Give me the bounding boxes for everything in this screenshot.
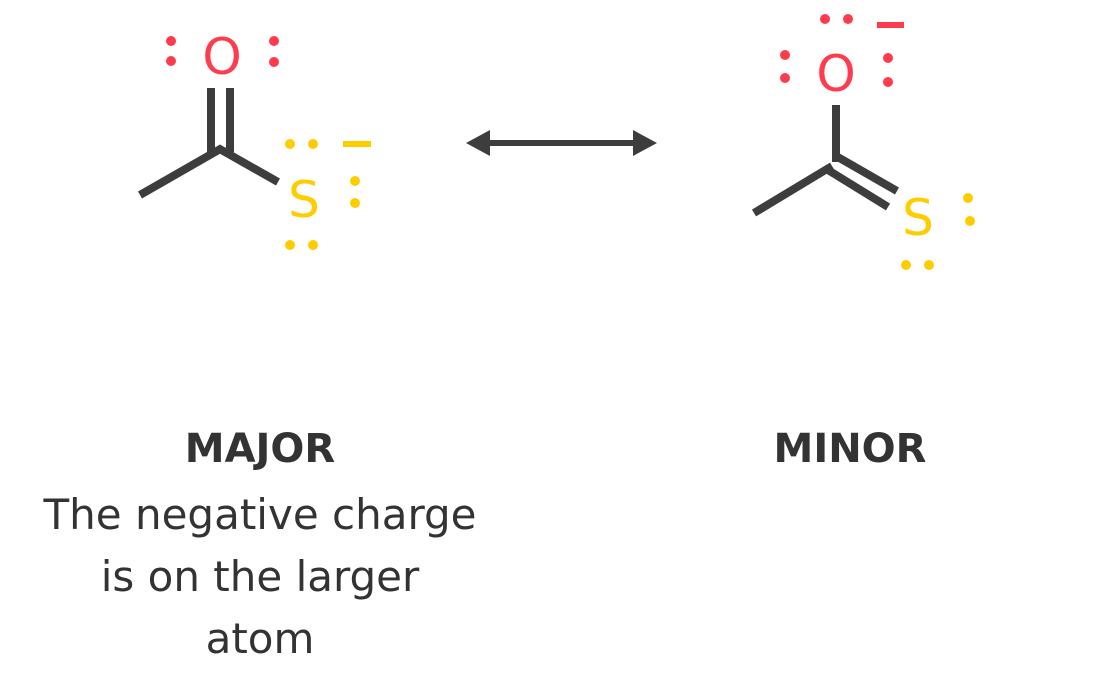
minor-oxygen: O bbox=[816, 45, 855, 103]
major-structure bbox=[138, 88, 280, 199]
major-title: MAJOR bbox=[184, 426, 336, 472]
description-line: is on the larger bbox=[100, 552, 420, 601]
major-sulfur: S bbox=[288, 171, 320, 229]
methyl-bond bbox=[138, 144, 224, 199]
cs-double-bond-1 bbox=[834, 152, 899, 195]
major-oxygen: O bbox=[202, 28, 241, 86]
cs-single-bond bbox=[216, 144, 280, 186]
minor-structure bbox=[751, 105, 899, 217]
cs-double-bond-2 bbox=[825, 166, 891, 211]
minor-oxygen-lone-pairs bbox=[780, 14, 893, 87]
minor-sulfur-lone-pairs bbox=[901, 193, 975, 270]
minor-title: MINOR bbox=[773, 426, 927, 472]
description-line: The negative charge bbox=[43, 490, 477, 539]
major-oxygen-lone-pairs bbox=[166, 36, 279, 67]
major-sulfur-lone-pairs bbox=[285, 139, 360, 250]
minor-negative-charge bbox=[877, 22, 904, 28]
methyl-bond bbox=[751, 162, 835, 217]
major-negative-charge bbox=[343, 141, 371, 147]
description-line: atom bbox=[205, 614, 315, 663]
minor-sulfur: S bbox=[902, 189, 934, 247]
major-description: The negative charge is on the larger ato… bbox=[10, 484, 510, 670]
resonance-arrow bbox=[466, 130, 657, 156]
